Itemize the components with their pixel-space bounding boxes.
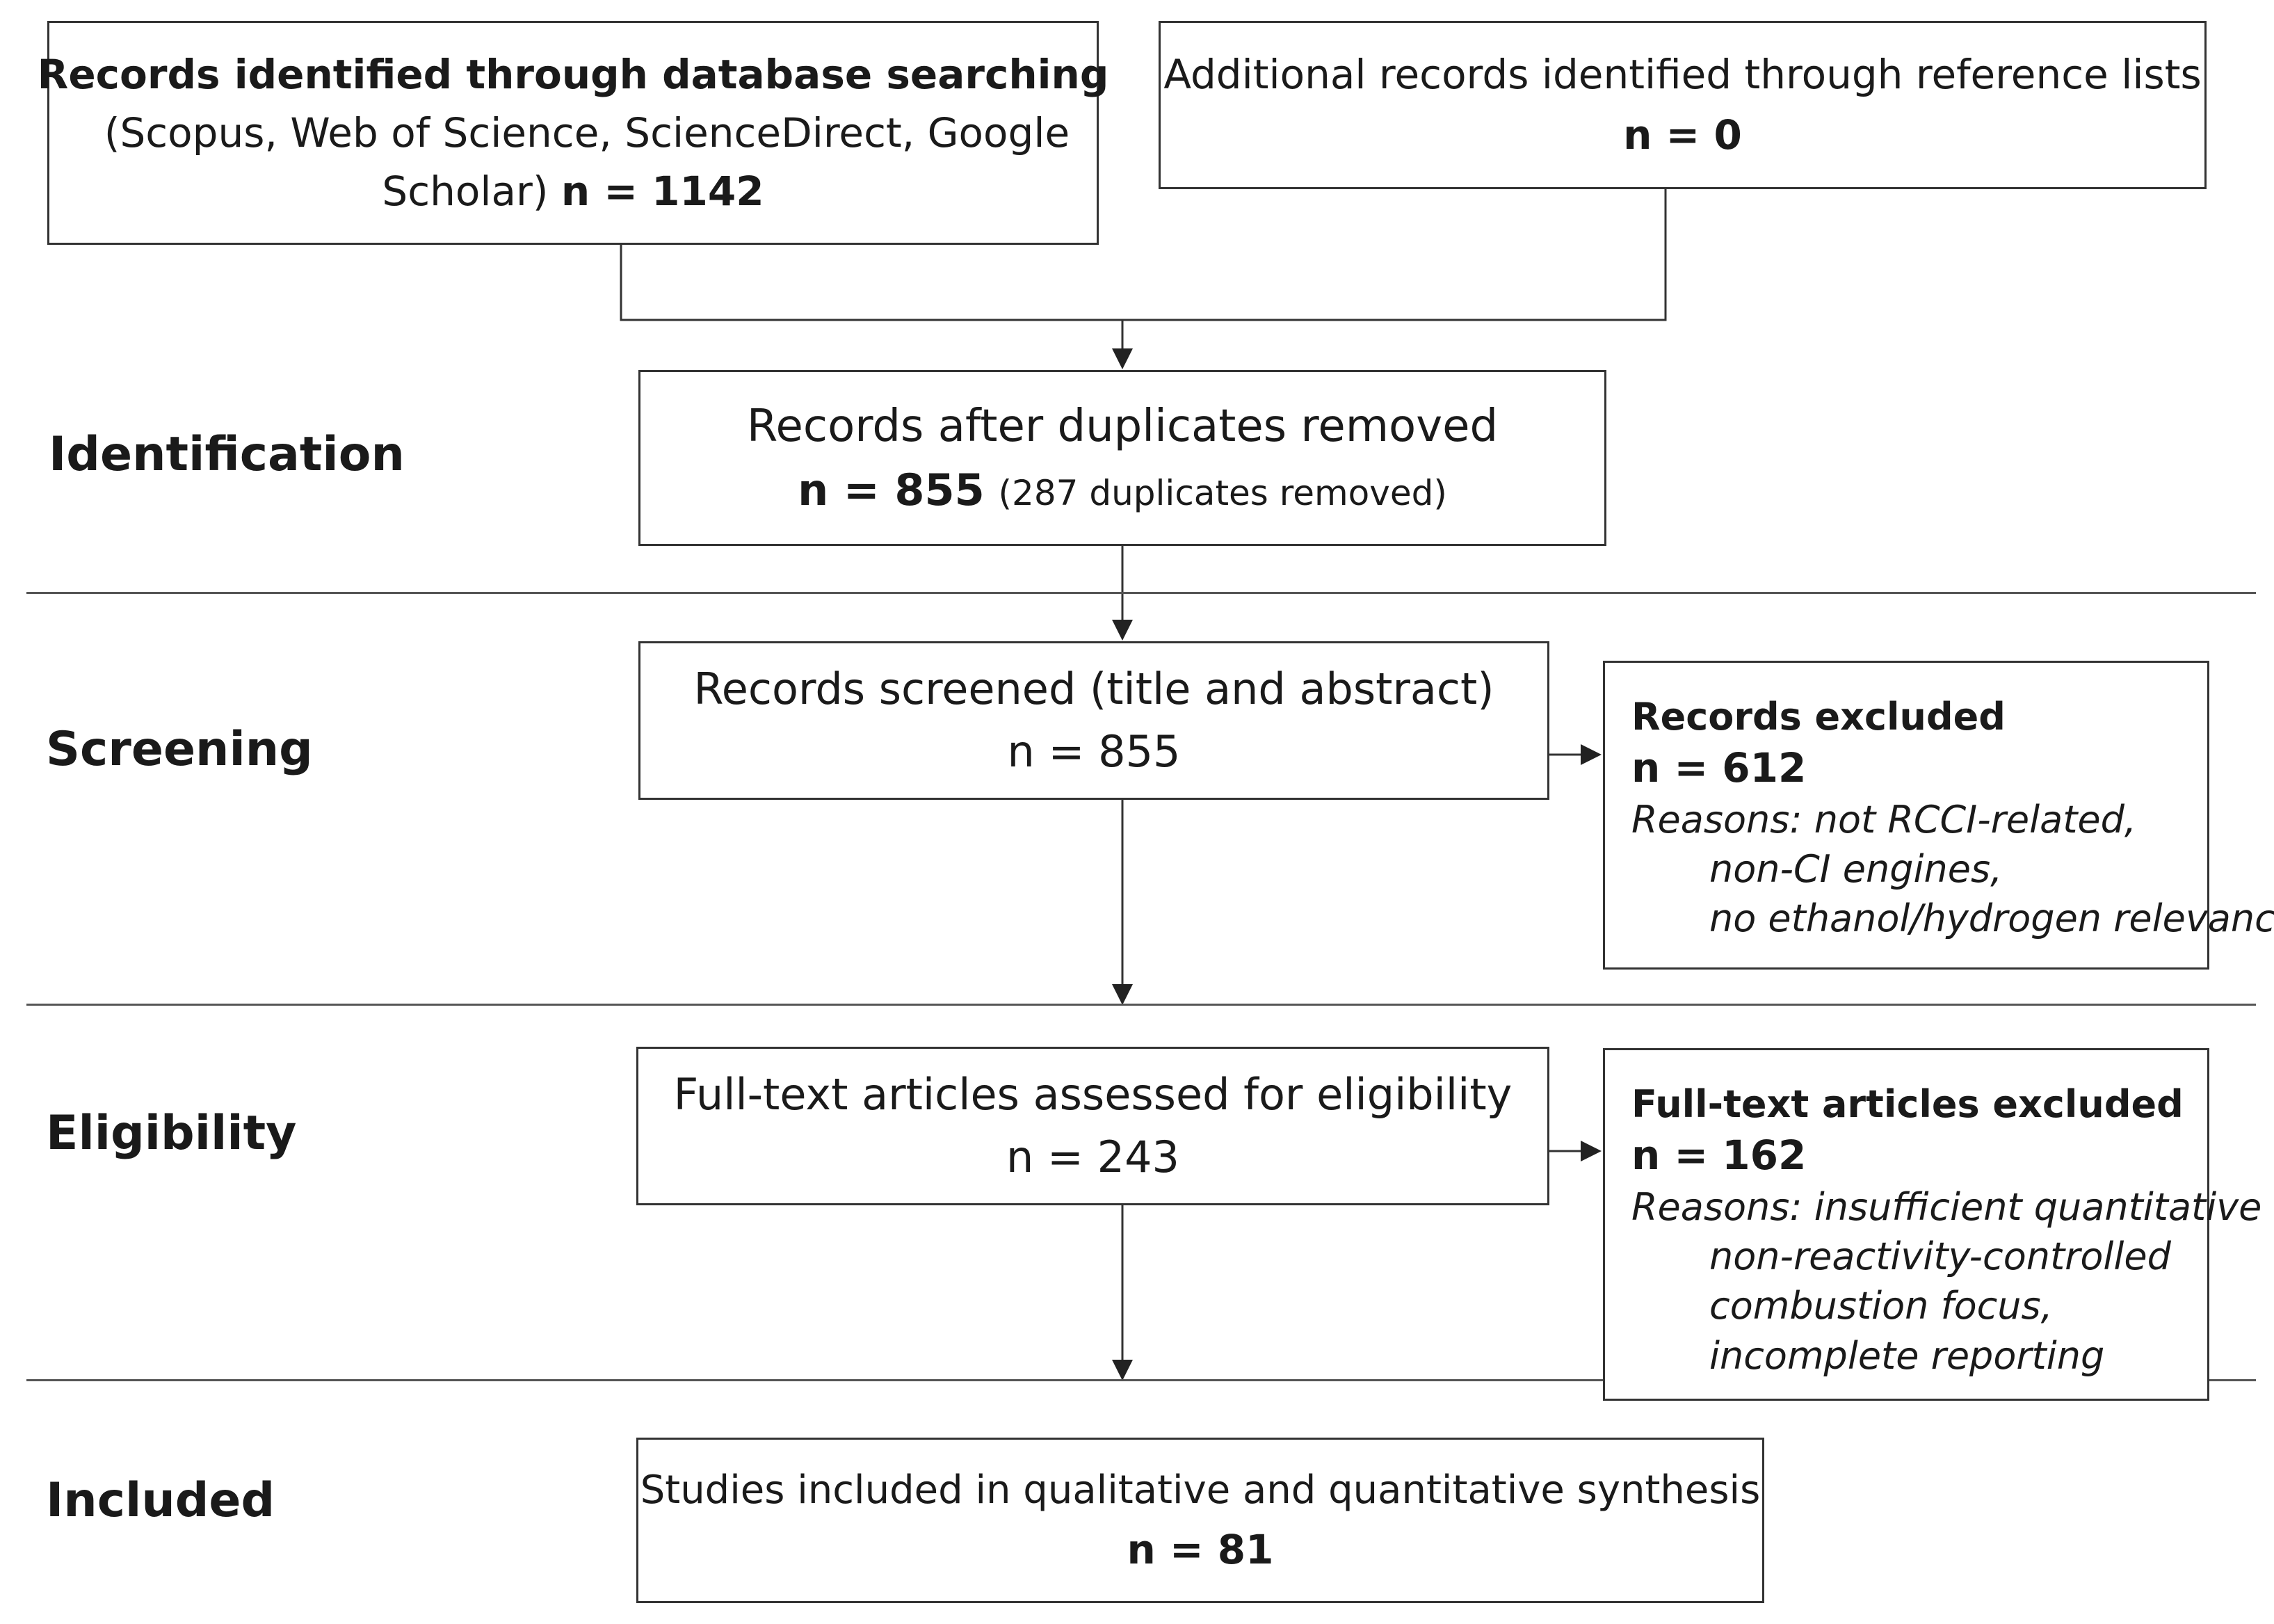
records-excluded-reason: not RCCI-related, xyxy=(1814,797,2137,842)
records-excluded-box: Records excluded n = 612 Reasons: not RC… xyxy=(1603,661,2274,970)
records-excluded-reason: non-CI engines, xyxy=(1709,847,2003,892)
records-excluded-title: Records excluded xyxy=(1631,695,2006,739)
stage-label-screening: Screening xyxy=(46,722,313,777)
duplicates-removed-note: (287 duplicates removed) xyxy=(998,472,1447,513)
fulltext-excluded-reason-row: Reasons: insufficient quantitative data, xyxy=(1631,1182,2274,1232)
database-search-title: Records identified through database sear… xyxy=(37,50,1109,98)
stage-label-eligibility: Eligibility xyxy=(46,1106,297,1161)
records-excluded-reasons-label: Reasons: xyxy=(1631,797,1803,842)
database-sources-line2-row: Scholar) n = 1142 xyxy=(382,162,764,220)
database-sources-line2: Scholar) xyxy=(382,168,549,216)
records-screened-box: Records screened (title and abstract) n … xyxy=(638,641,1549,800)
additional-records-count: n = 0 xyxy=(1623,111,1742,159)
records-screened-title: Records screened (title and abstract) xyxy=(693,664,1494,715)
deduplicated-records-box: Records after duplicates removed n = 855… xyxy=(638,370,1606,546)
fulltext-assessed-count: n = 243 xyxy=(1006,1132,1179,1182)
fulltext-excluded-box: Full-text articles excluded n = 162 Reas… xyxy=(1603,1048,2274,1401)
database-sources-line1: (Scopus, Web of Science, ScienceDirect, … xyxy=(104,108,1070,156)
fulltext-assessed-title: Full-text articles assessed for eligibil… xyxy=(673,1069,1513,1120)
additional-records-box: Additional records identified through re… xyxy=(1159,21,2207,189)
merge-connector xyxy=(620,189,1667,321)
studies-included-count: n = 81 xyxy=(1127,1525,1274,1573)
fulltext-excluded-reason: incomplete reporting xyxy=(1709,1333,2105,1378)
records-excluded-count: n = 612 xyxy=(1631,744,1807,792)
fulltext-excluded-reason: insufficient quantitative data, xyxy=(1814,1184,2274,1229)
fulltext-excluded-reason: combustion focus, xyxy=(1709,1284,2053,1328)
records-screened-count: n = 855 xyxy=(1007,726,1181,777)
deduplicated-records-title: Records after duplicates removed xyxy=(746,401,1499,453)
stage-label-included: Included xyxy=(46,1473,275,1528)
database-search-count: n = 1142 xyxy=(561,168,764,216)
additional-records-title: Additional records identified through re… xyxy=(1163,51,2202,98)
divider-identification-screening xyxy=(26,592,2256,594)
divider-eligibility-included xyxy=(26,1379,2256,1381)
fulltext-excluded-reason: non-reactivity-controlled xyxy=(1709,1235,2171,1279)
fulltext-assessed-box: Full-text articles assessed for eligibil… xyxy=(636,1047,1549,1205)
studies-included-box: Studies included in qualitative and quan… xyxy=(636,1438,1764,1603)
fulltext-excluded-count: n = 162 xyxy=(1631,1132,1807,1180)
records-excluded-reason-row: Reasons: not RCCI-related, xyxy=(1631,795,2186,844)
deduplicated-records-count: n = 855 xyxy=(798,464,985,515)
divider-screening-eligibility xyxy=(26,1004,2256,1006)
fulltext-excluded-title: Full-text articles excluded xyxy=(1631,1082,2184,1126)
stage-label-identification: Identification xyxy=(49,427,405,482)
studies-included-title: Studies included in qualitative and quan… xyxy=(640,1467,1761,1513)
database-search-box: Records identified through database sear… xyxy=(38,21,1108,245)
records-excluded-reason: no ethanol/hydrogen relevance xyxy=(1709,897,2274,941)
deduplicated-count-row: n = 855 (287 duplicates removed) xyxy=(798,459,1447,522)
fulltext-excluded-reasons-label: Reasons: xyxy=(1631,1184,1803,1229)
